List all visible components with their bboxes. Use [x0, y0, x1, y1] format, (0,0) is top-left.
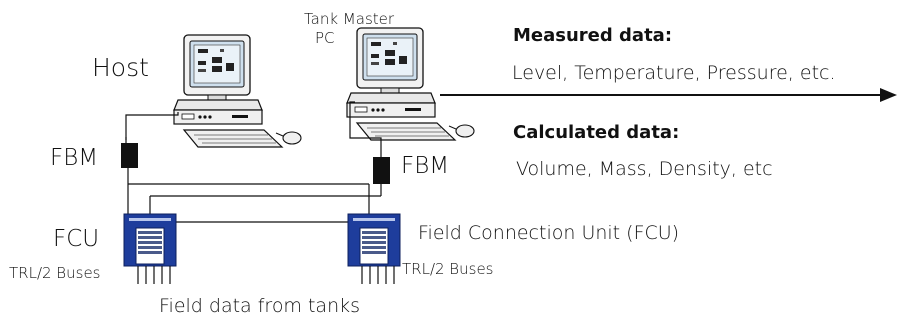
- fcu-right-icon: [347, 213, 401, 267]
- output-arrow-head: [880, 88, 897, 102]
- measured-data-heading: Measured data:: [513, 25, 673, 46]
- host-cable: [125, 112, 179, 140]
- tankmaster-label-line1: Tank Master: [304, 10, 395, 28]
- tankmaster-pc-icon: [346, 27, 475, 141]
- fbm-right-icon: [373, 157, 390, 184]
- fbm-right-label: FBM: [401, 153, 450, 179]
- fcu-left-label: FCU: [53, 226, 100, 252]
- host-label: Host: [92, 53, 149, 82]
- field-data-label: Field data from tanks: [159, 295, 361, 317]
- tankmaster-label-line2: PC: [315, 29, 335, 47]
- calculated-data-items: Volume, Mass, Density, etc: [516, 158, 773, 180]
- trl-bus-lines-right: [361, 266, 395, 284]
- fcu-left-icon: [123, 213, 177, 267]
- trl-left-label: TRL/2 Buses: [9, 264, 101, 282]
- trl-right-label: TRL/2 Buses: [402, 260, 494, 278]
- trl-bus-lines-left: [137, 266, 171, 284]
- host-computer-icon: [173, 34, 302, 148]
- fbm-left-icon: [121, 143, 138, 168]
- fcu-right-label: Field Connection Unit (FCU): [418, 222, 680, 244]
- tankmaster-cable: [349, 101, 382, 157]
- measured-data-items: Level, Temperature, Pressure, etc.: [512, 62, 836, 84]
- fbm-left-label: FBM: [50, 145, 99, 171]
- calculated-data-heading: Calculated data:: [513, 122, 680, 143]
